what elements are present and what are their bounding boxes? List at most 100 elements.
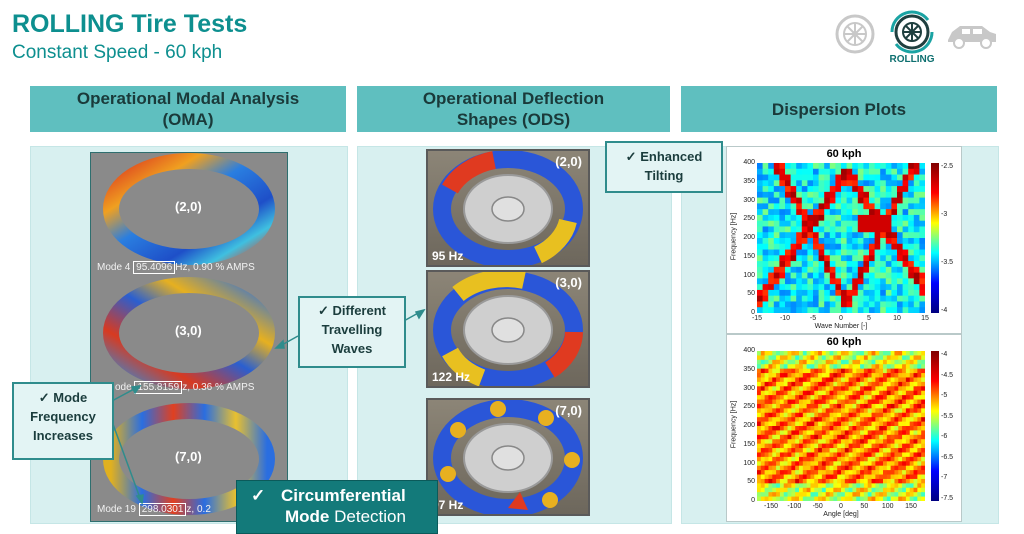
ods-shape2-freq: 122 Hz [432, 370, 471, 384]
y-tick-label: 100 [743, 459, 755, 467]
dispersion-plot-2-xlabel: Angle [deg] [823, 511, 859, 518]
oma-mode3-label: (7,0) [175, 449, 202, 464]
y-tick-label: 350 [743, 365, 755, 373]
colorbar-tick-label: -6 [941, 433, 948, 441]
x-tick-label: 0 [839, 503, 843, 510]
tilting-line2: Tilting [644, 168, 684, 183]
colorbar-tick-label: -4 [941, 351, 948, 358]
x-tick-label: -5 [809, 315, 817, 322]
rolling-badge: ROLLING [889, 54, 935, 65]
page-subtitle: Constant Speed - 60 kph [12, 42, 223, 63]
x-tick-label: 10 [893, 315, 901, 322]
x-tick-label: 100 [881, 503, 894, 510]
oma-header-line1: Operational Modal Analysis [76, 89, 300, 108]
dispersion-plot-2: 60 kph -4 -4.5 -5 -5.5 -6 -6.5 -7 -7.5 -150 -100… [726, 334, 962, 522]
oma-header: Operational Modal Analysis (OMA) [30, 86, 346, 132]
y-tick-label: 350 [743, 177, 755, 185]
oma-mode3-pre: Mode 19 [97, 504, 136, 515]
dispersion-plot-1-heatmap [757, 163, 926, 314]
circumferential-line1: Circumferential [281, 486, 406, 505]
oma-mode1-post: Hz, 0.90 % AMPS [175, 262, 255, 273]
dispersion-plot-1-ylabel: Frequency [Hz] [730, 212, 738, 261]
y-tick-label: 200 [743, 234, 755, 241]
colorbar-tick-label: -2.5 [941, 163, 954, 170]
oma-mode2-pre: ode [115, 382, 132, 393]
y-tick-label: 150 [743, 440, 755, 448]
colorbar-tick-label: -7 [941, 474, 948, 482]
ods-shape2-label: (3,0) [555, 275, 582, 290]
mode-freq-line3: Increases [33, 428, 93, 443]
colorbar-tick-label: -4.5 [941, 371, 954, 379]
y-tick-label: 250 [743, 215, 755, 223]
x-tick-label: -150 [763, 503, 778, 510]
ods-shape1-label: (2,0) [555, 154, 582, 169]
colorbar-tick-label: -4 [941, 307, 948, 314]
dispersion-plot-2-ylabel: Frequency [Hz] [730, 400, 738, 449]
y-tick-label: 300 [743, 384, 755, 392]
dispersion-plot-2-title: 60 kph [826, 336, 862, 348]
x-tick-label: -100 [787, 503, 802, 510]
ods-image-3: (7,0) 97 Hz [426, 398, 590, 516]
y-tick-label: 50 [747, 290, 755, 298]
dispersion-header-line1: Dispersion Plots [771, 99, 907, 119]
travelling-line3: Waves [331, 341, 373, 356]
x-tick-label: 50 [860, 503, 869, 510]
ods-image-1: (2,0) 95 Hz [426, 149, 590, 267]
x-tick-label: -50 [812, 503, 823, 510]
dispersion-plot-1-colorbar [931, 163, 939, 313]
y-tick-label: 50 [747, 478, 755, 486]
x-tick-label: 150 [905, 503, 917, 510]
check-icon: ✓ [625, 149, 637, 164]
circumferential-line2-bold: Mode [285, 507, 330, 526]
y-tick-label: 150 [743, 252, 755, 260]
colorbar-tick-label: -3.5 [941, 259, 954, 266]
colorbar-tick-label: -5.5 [941, 412, 954, 420]
oma-header-line2: (OMA) [162, 110, 214, 129]
dispersion-plot-2-colorbar [931, 351, 939, 501]
y-tick-label: 0 [751, 309, 755, 316]
page-title: ROLLING Tire Tests [12, 10, 248, 38]
colorbar-tick-label: -6.5 [941, 453, 954, 461]
oma-mode2-label: (3,0) [175, 323, 202, 338]
oma-mode1-label: (2,0) [175, 199, 202, 214]
mode-freq-line1: Mode [53, 390, 88, 405]
rolling-tire-icon [884, 10, 940, 54]
colorbar-tick-label: -5 [941, 392, 948, 400]
x-tick-label: -10 [779, 315, 791, 322]
tire-icon [835, 14, 875, 54]
enhanced-tilting-callout: ✓ Enhanced Tilting [605, 141, 723, 193]
y-tick-label: 0 [751, 497, 755, 504]
mode-frequency-callout: ✓ Mode Frequency Increases [12, 382, 114, 460]
ods-shape1-freq: 95 Hz [432, 249, 464, 263]
check-icon: ✓ [318, 303, 329, 318]
ods-shape3-freq: 97 Hz [432, 498, 464, 512]
y-tick-label: 300 [743, 196, 755, 204]
ods-header-line2: Shapes (ODS) [456, 110, 571, 129]
oma-mode3-post: z, 0.2 [186, 504, 211, 515]
oma-mode2-freq: 155.8159 [134, 381, 183, 394]
dispersion-plot-1-xlabel: Wave Number [-] [814, 323, 868, 330]
travelling-line1: Different [332, 303, 386, 318]
y-tick-label: 400 [743, 347, 755, 354]
check-icon: ✓ [251, 486, 266, 505]
oma-mode1-pre: Mode 4 [97, 262, 131, 273]
mode-freq-line2: Frequency [30, 409, 96, 424]
y-tick-label: 400 [743, 159, 755, 166]
dispersion-plot-1-title: 60 kph [826, 148, 862, 160]
ods-header: Operational Deflection Shapes (ODS) [357, 86, 670, 132]
y-tick-label: 250 [743, 403, 755, 411]
y-tick-label: 200 [743, 422, 755, 429]
colorbar-tick-label: -7.5 [941, 495, 954, 502]
x-tick-label: 15 [921, 315, 929, 322]
oma-mode1-freq: 95.4096 [133, 261, 176, 274]
ods-header-line1: Operational Deflection [422, 89, 605, 108]
oma-mode2-post: z, 0.36 % AMPS [182, 382, 255, 393]
y-tick-label: 100 [743, 271, 755, 279]
travelling-line2: Travelling [321, 322, 383, 337]
oma-mode3-freq: 298.0301 [138, 503, 187, 516]
